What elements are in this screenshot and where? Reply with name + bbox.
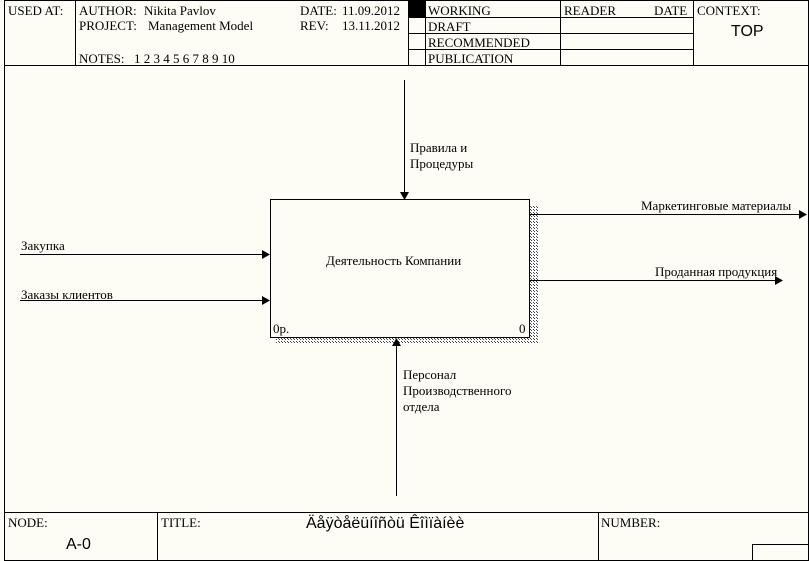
- notes-label: NOTES:: [79, 51, 125, 66]
- title-label: TITLE:: [161, 515, 201, 530]
- status-publication: PUBLICATION: [428, 51, 514, 66]
- output-arrow-1-head: [799, 210, 807, 219]
- activity-label: Деятельность Компании: [326, 253, 462, 268]
- input-arrow-1-head: [262, 250, 270, 259]
- node-value: A-0: [66, 536, 91, 553]
- output-label-1: Маркетинговые материалы: [641, 198, 792, 213]
- title-value: Äåÿòåëüíîñòü Êîìïàíèè: [306, 515, 465, 532]
- header-top-border: [4, 0, 809, 1]
- working-status-marker: [409, 1, 425, 17]
- reader-label: READER: [564, 3, 616, 18]
- context-label: CONTEXT:: [697, 3, 761, 18]
- author-label: AUTHOR:: [79, 3, 137, 18]
- notes-numbers: 1 2 3 4 5 6 7 8 9 10: [134, 51, 235, 66]
- status-working: WORKING: [428, 3, 491, 18]
- rev-value: 13.11.2012: [342, 18, 401, 33]
- header-divider-5: [693, 0, 694, 65]
- output-label-2: Проданная продукция: [655, 264, 778, 279]
- control-label-line-1: Правила и: [410, 140, 468, 155]
- rev-label: REV:: [300, 18, 329, 33]
- mechanism-arrow-head: [392, 338, 401, 346]
- header-divider-4: [560, 0, 561, 65]
- input-label-1: Закупка: [21, 238, 65, 253]
- used-at-label: USED AT:: [8, 3, 64, 18]
- header-divider-2: [408, 0, 409, 65]
- footer-top-border: [4, 512, 809, 513]
- number-label: NUMBER:: [601, 515, 661, 530]
- control-label-line-2: Процедуры: [410, 156, 474, 171]
- activity-box[interactable]: [270, 199, 530, 338]
- footer-divider-2: [598, 512, 599, 560]
- header-divider-1: [75, 0, 76, 65]
- footer-corner-box-top: [752, 544, 808, 545]
- footer-corner-box-left: [752, 544, 753, 560]
- mechanism-label-line-1: Персонал: [403, 367, 457, 382]
- activity-number: 0: [519, 321, 526, 336]
- status-row-line-3: [408, 49, 693, 50]
- sheet-left-border: [4, 0, 5, 561]
- status-recommended: RECOMMENDED: [428, 35, 530, 50]
- mechanism-label-line-2: Производственного: [403, 383, 512, 398]
- header-bottom-border: [4, 65, 809, 66]
- node-label: NODE:: [8, 515, 48, 530]
- control-arrow-head: [400, 192, 409, 200]
- input-arrow-2-head: [262, 296, 270, 305]
- output-arrow-2-head: [775, 276, 783, 285]
- project-value: Management Model: [148, 18, 254, 33]
- status-row-line-2: [408, 33, 693, 34]
- author-value: Nikita Pavlov: [144, 3, 216, 18]
- status-draft: DRAFT: [428, 19, 471, 34]
- activity-cost: 0р.: [273, 321, 290, 336]
- reader-date-label: DATE: [654, 3, 688, 18]
- footer-divider-1: [157, 512, 158, 560]
- project-label: PROJECT:: [79, 18, 137, 33]
- date-label: DATE:: [300, 3, 337, 18]
- mechanism-label-line-3: отдела: [403, 399, 440, 414]
- header-divider-3: [425, 0, 426, 65]
- context-value: TOP: [731, 23, 764, 40]
- status-row-line-1: [408, 17, 693, 18]
- date-value: 11.09.2012: [342, 3, 401, 18]
- input-label-2: Заказы клиентов: [21, 287, 113, 302]
